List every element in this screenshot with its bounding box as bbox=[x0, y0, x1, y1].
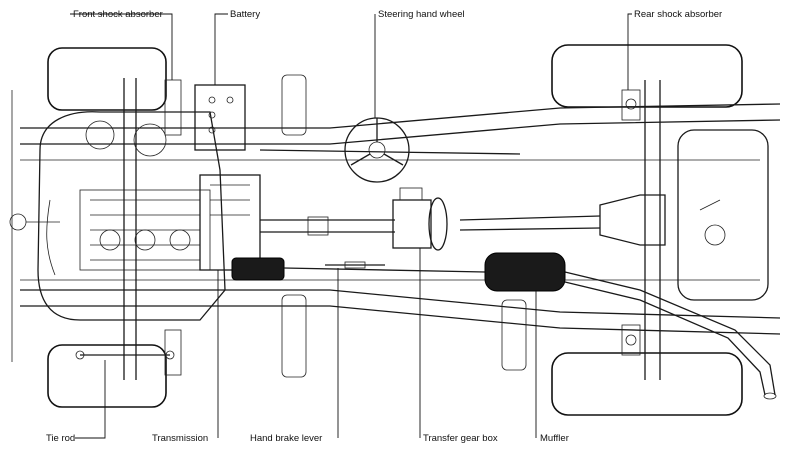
rear-right-tire bbox=[551, 352, 743, 416]
label-transmission: Transmission bbox=[152, 433, 208, 444]
label-front-shock-absorber: Front shock absorber bbox=[73, 9, 163, 20]
label-transfer-gear-box: Transfer gear box bbox=[423, 433, 498, 444]
label-muffler: Muffler bbox=[540, 433, 569, 444]
leader-lines bbox=[70, 13, 632, 439]
rear-spring-plate-left bbox=[501, 299, 527, 371]
rear-axle bbox=[599, 80, 666, 380]
shock-mounts bbox=[164, 79, 641, 376]
exhaust-front-pipe bbox=[231, 257, 285, 281]
front-right-tire bbox=[47, 344, 167, 408]
hand-brake-lever bbox=[325, 261, 385, 269]
propeller-shafts bbox=[260, 215, 601, 236]
transmission-housing bbox=[199, 174, 261, 271]
exhaust-pipe bbox=[283, 267, 777, 400]
frame-rails bbox=[20, 103, 781, 335]
label-steering-hand-wheel: Steering hand wheel bbox=[378, 9, 465, 20]
label-rear-shock-absorber: Rear shock absorber bbox=[634, 9, 722, 20]
rear-left-tire bbox=[551, 44, 743, 108]
tie-rod bbox=[75, 350, 175, 360]
transfer-gear-box bbox=[392, 187, 448, 251]
label-tie-rod: Tie rod bbox=[46, 433, 75, 444]
engine-block bbox=[37, 111, 226, 321]
steering-assembly bbox=[259, 74, 521, 378]
label-battery: Battery bbox=[230, 9, 260, 20]
fuel-tank bbox=[677, 129, 769, 301]
front-axle bbox=[9, 78, 137, 380]
front-left-tire bbox=[47, 47, 167, 111]
label-hand-brake-lever: Hand brake lever bbox=[250, 433, 322, 444]
muffler bbox=[484, 252, 566, 292]
battery bbox=[194, 84, 246, 151]
